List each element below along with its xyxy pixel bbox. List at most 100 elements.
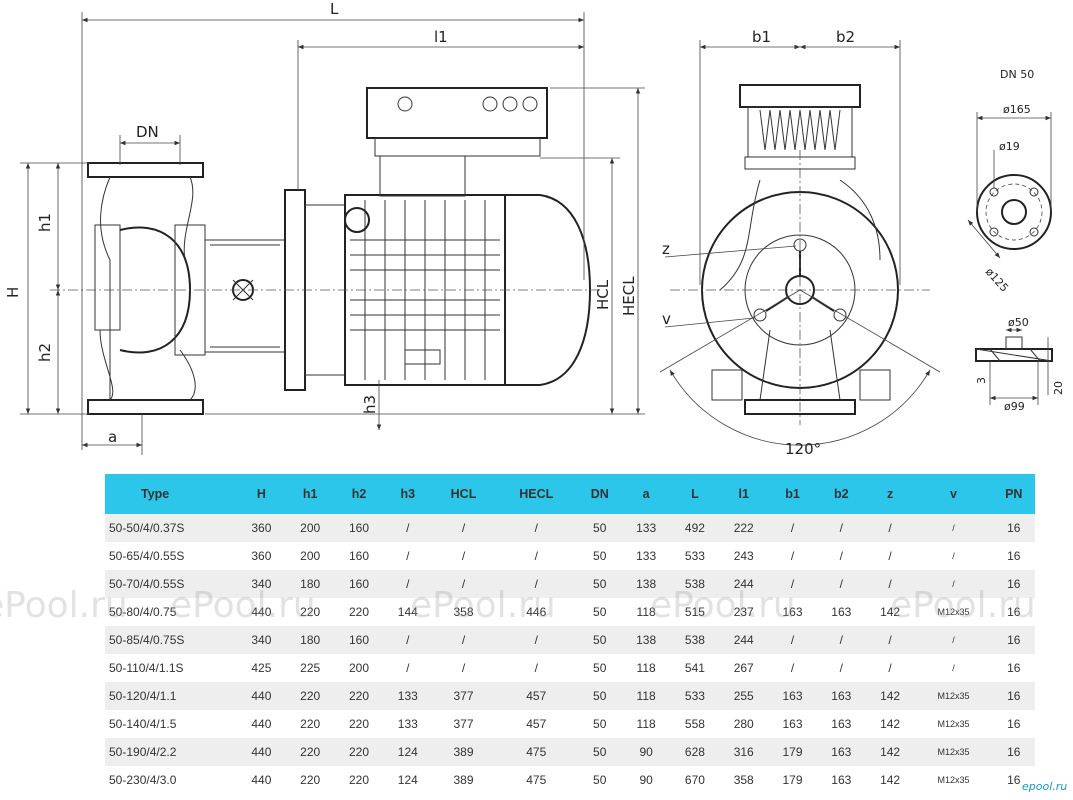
table-cell-type: 50-80/4/0.75 — [105, 598, 237, 626]
table-cell: 220 — [334, 710, 384, 738]
flange-hole-diameter: ø19 — [999, 140, 1020, 153]
table-cell: M12x35 — [914, 710, 993, 738]
table-cell: 360 — [237, 542, 286, 570]
table-cell: 118 — [621, 598, 671, 626]
dim-label-z: z — [662, 240, 670, 258]
table-cell: 118 — [621, 682, 671, 710]
table-cell: 124 — [383, 738, 433, 766]
table-cell: 50 — [577, 542, 622, 570]
table-cell-type: 50-65/4/0.55S — [105, 542, 237, 570]
table-cell: 50 — [577, 682, 622, 710]
table-cell: M12x35 — [914, 598, 993, 626]
header-type: Type — [105, 474, 237, 514]
table-cell: 340 — [237, 570, 286, 598]
table-cell: 220 — [285, 738, 335, 766]
dim-label-b2: b2 — [836, 28, 855, 46]
header-b1: b1 — [768, 474, 817, 514]
table-cell: / — [383, 542, 433, 570]
table-cell: 16 — [992, 542, 1035, 570]
dim-label-h3: h3 — [361, 395, 379, 414]
header-h1: h1 — [285, 474, 335, 514]
table-cell: 142 — [865, 682, 915, 710]
header-l: L — [670, 474, 720, 514]
flange-thickness: 3 — [975, 377, 988, 384]
header-l1: l1 — [719, 474, 769, 514]
table-cell-type: 50-230/4/3.0 — [105, 766, 237, 794]
dim-label-l1: l1 — [434, 28, 448, 46]
table-cell: / — [865, 542, 915, 570]
table-cell: 360 — [237, 514, 286, 542]
table-cell: M12x35 — [914, 738, 993, 766]
table-cell: 16 — [992, 738, 1035, 766]
table-cell: 179 — [768, 766, 817, 794]
table-cell: 50 — [577, 710, 622, 738]
table-cell: 377 — [432, 682, 495, 710]
table-cell: / — [432, 514, 495, 542]
table-cell: M12x35 — [914, 682, 993, 710]
table-cell: / — [865, 654, 915, 682]
header-pn: PN — [992, 474, 1035, 514]
table-cell: 267 — [719, 654, 769, 682]
table-cell: 244 — [719, 626, 769, 654]
table-cell: / — [768, 570, 817, 598]
table-cell: 180 — [285, 626, 335, 654]
table-cell: 144 — [383, 598, 433, 626]
table-cell: 142 — [865, 710, 915, 738]
front-view: b1 b2 z v 120° — [659, 28, 941, 458]
table-cell: 16 — [992, 682, 1035, 710]
table-cell: 538 — [670, 626, 720, 654]
spec-table: Type H h1 h2 h3 HCL HECL DN a L l1 b1 b2… — [105, 474, 1035, 794]
table-cell: 440 — [237, 682, 286, 710]
table-cell: 160 — [334, 570, 384, 598]
flange-base-diameter: ø99 — [1004, 400, 1025, 413]
table-cell: 16 — [992, 710, 1035, 738]
table-cell: 538 — [670, 570, 720, 598]
table-cell: 440 — [237, 766, 286, 794]
flange-detail: DN 50 ø165 ø19 ø125 ø50 ø99 3 20 — [967, 68, 1065, 413]
table-cell: 475 — [494, 738, 578, 766]
table-cell: 457 — [494, 682, 578, 710]
table-cell: 16 — [992, 626, 1035, 654]
spec-table-header-row: Type H h1 h2 h3 HCL HECL DN a L l1 b1 b2… — [105, 474, 1035, 514]
table-cell: 244 — [719, 570, 769, 598]
table-cell: / — [432, 626, 495, 654]
table-cell: 160 — [334, 542, 384, 570]
table-cell: / — [914, 570, 993, 598]
table-cell: 90 — [621, 766, 671, 794]
table-cell: 50 — [577, 514, 622, 542]
table-cell: 50 — [577, 766, 622, 794]
table-cell: 670 — [670, 766, 720, 794]
table-cell: 440 — [237, 710, 286, 738]
flange-title: DN 50 — [1000, 68, 1034, 81]
table-cell: / — [494, 654, 578, 682]
dim-label-hcl: HCL — [594, 279, 612, 310]
dim-label-b1: b1 — [752, 28, 771, 46]
table-cell: 16 — [992, 570, 1035, 598]
table-cell: 220 — [334, 738, 384, 766]
table-cell: 358 — [719, 766, 769, 794]
watermark-3: ePool.ru — [410, 585, 556, 626]
table-cell: 475 — [494, 766, 578, 794]
table-cell: 225 — [285, 654, 335, 682]
table-cell: 628 — [670, 738, 720, 766]
watermark-4: ePool.ru — [650, 585, 796, 626]
table-cell: / — [865, 626, 915, 654]
table-cell: 237 — [719, 598, 769, 626]
table-cell: 163 — [816, 682, 866, 710]
dim-label-h2: h2 — [36, 343, 54, 362]
table-cell: 163 — [816, 710, 866, 738]
dim-label-hecl: HECL — [620, 276, 638, 316]
table-cell: / — [432, 570, 495, 598]
header-dn: DN — [577, 474, 622, 514]
table-cell: 358 — [432, 598, 495, 626]
table-cell: / — [914, 626, 993, 654]
table-cell: / — [768, 542, 817, 570]
table-cell: / — [768, 654, 817, 682]
dim-label-L: L — [330, 0, 339, 18]
